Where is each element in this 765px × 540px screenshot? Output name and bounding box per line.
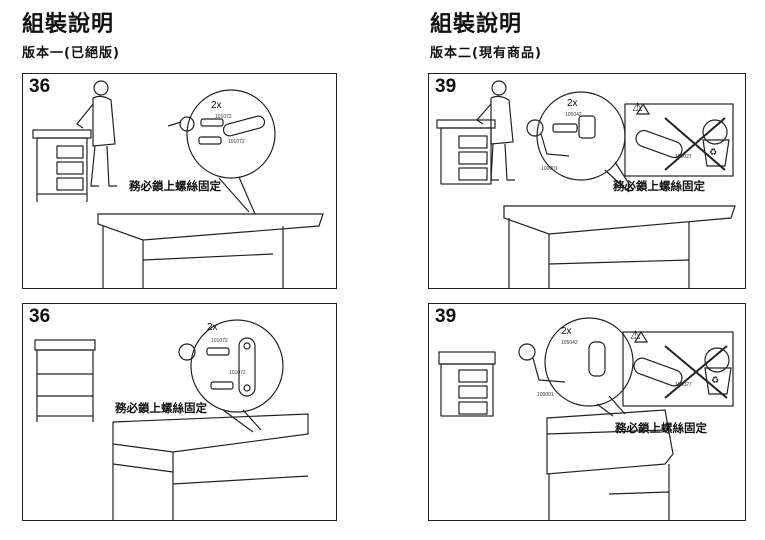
part-number: 101072 [228,139,245,145]
part-number: 105042 [565,112,582,118]
part-number: 100001 [537,392,554,398]
part-number: 101072 [211,338,228,344]
recycle-icon: ♻ [711,376,720,386]
part-number: 101072 [229,370,246,376]
right-version-label: 版本二(現有商品) [430,46,542,61]
left-version-label: 版本一(已絕版) [22,46,120,61]
screw-caption: 務必鎖上螺絲固定 [115,401,207,415]
assembly-illustration [34,319,309,520]
part-number: 100001 [541,166,558,172]
part-number: 105042 [561,340,578,346]
step-number: 39 [435,76,457,97]
screw-caption: 務必鎖上螺絲固定 [615,421,707,435]
quantity-label: 2x [211,100,222,111]
part-number: 100027 [675,382,692,388]
warning-triangle-icon: ⚠ [630,328,641,342]
assembly-illustration [32,80,324,288]
instruction-panel-right-bottom: 39 2x 105042 100001 100027 務必鎖上螺絲固定 ⚠ ♻ [428,303,746,521]
part-number: 101072 [215,114,232,120]
step-number: 39 [435,306,457,327]
instruction-panel-right-top: 39 2x 105042 100001 100027 務必鎖上螺絲固定 ⚠ ♻ [428,73,746,289]
instruction-panel-left-top: 36 2x 101072 101072 務必鎖上螺絲固定 [22,73,337,289]
part-number: 100027 [675,154,692,160]
quantity-label: 2x [207,322,218,333]
right-page-title: 組裝說明 [430,12,523,37]
step-number: 36 [29,76,51,97]
step-number: 36 [29,306,51,327]
recycle-icon: ♻ [709,148,718,158]
instruction-panel-left-bottom: 36 2x 101072 101072 務必鎖上螺絲固定 [22,303,337,521]
assembly-illustration [436,80,736,288]
screw-caption: 務必鎖上螺絲固定 [613,179,705,193]
screw-caption: 務必鎖上螺絲固定 [129,179,221,193]
quantity-label: 2x [567,98,578,109]
quantity-label: 2x [561,326,572,337]
left-page-title: 組裝說明 [22,12,115,37]
warning-triangle-icon: ⚠ [632,100,643,114]
assembly-illustration [438,317,734,520]
